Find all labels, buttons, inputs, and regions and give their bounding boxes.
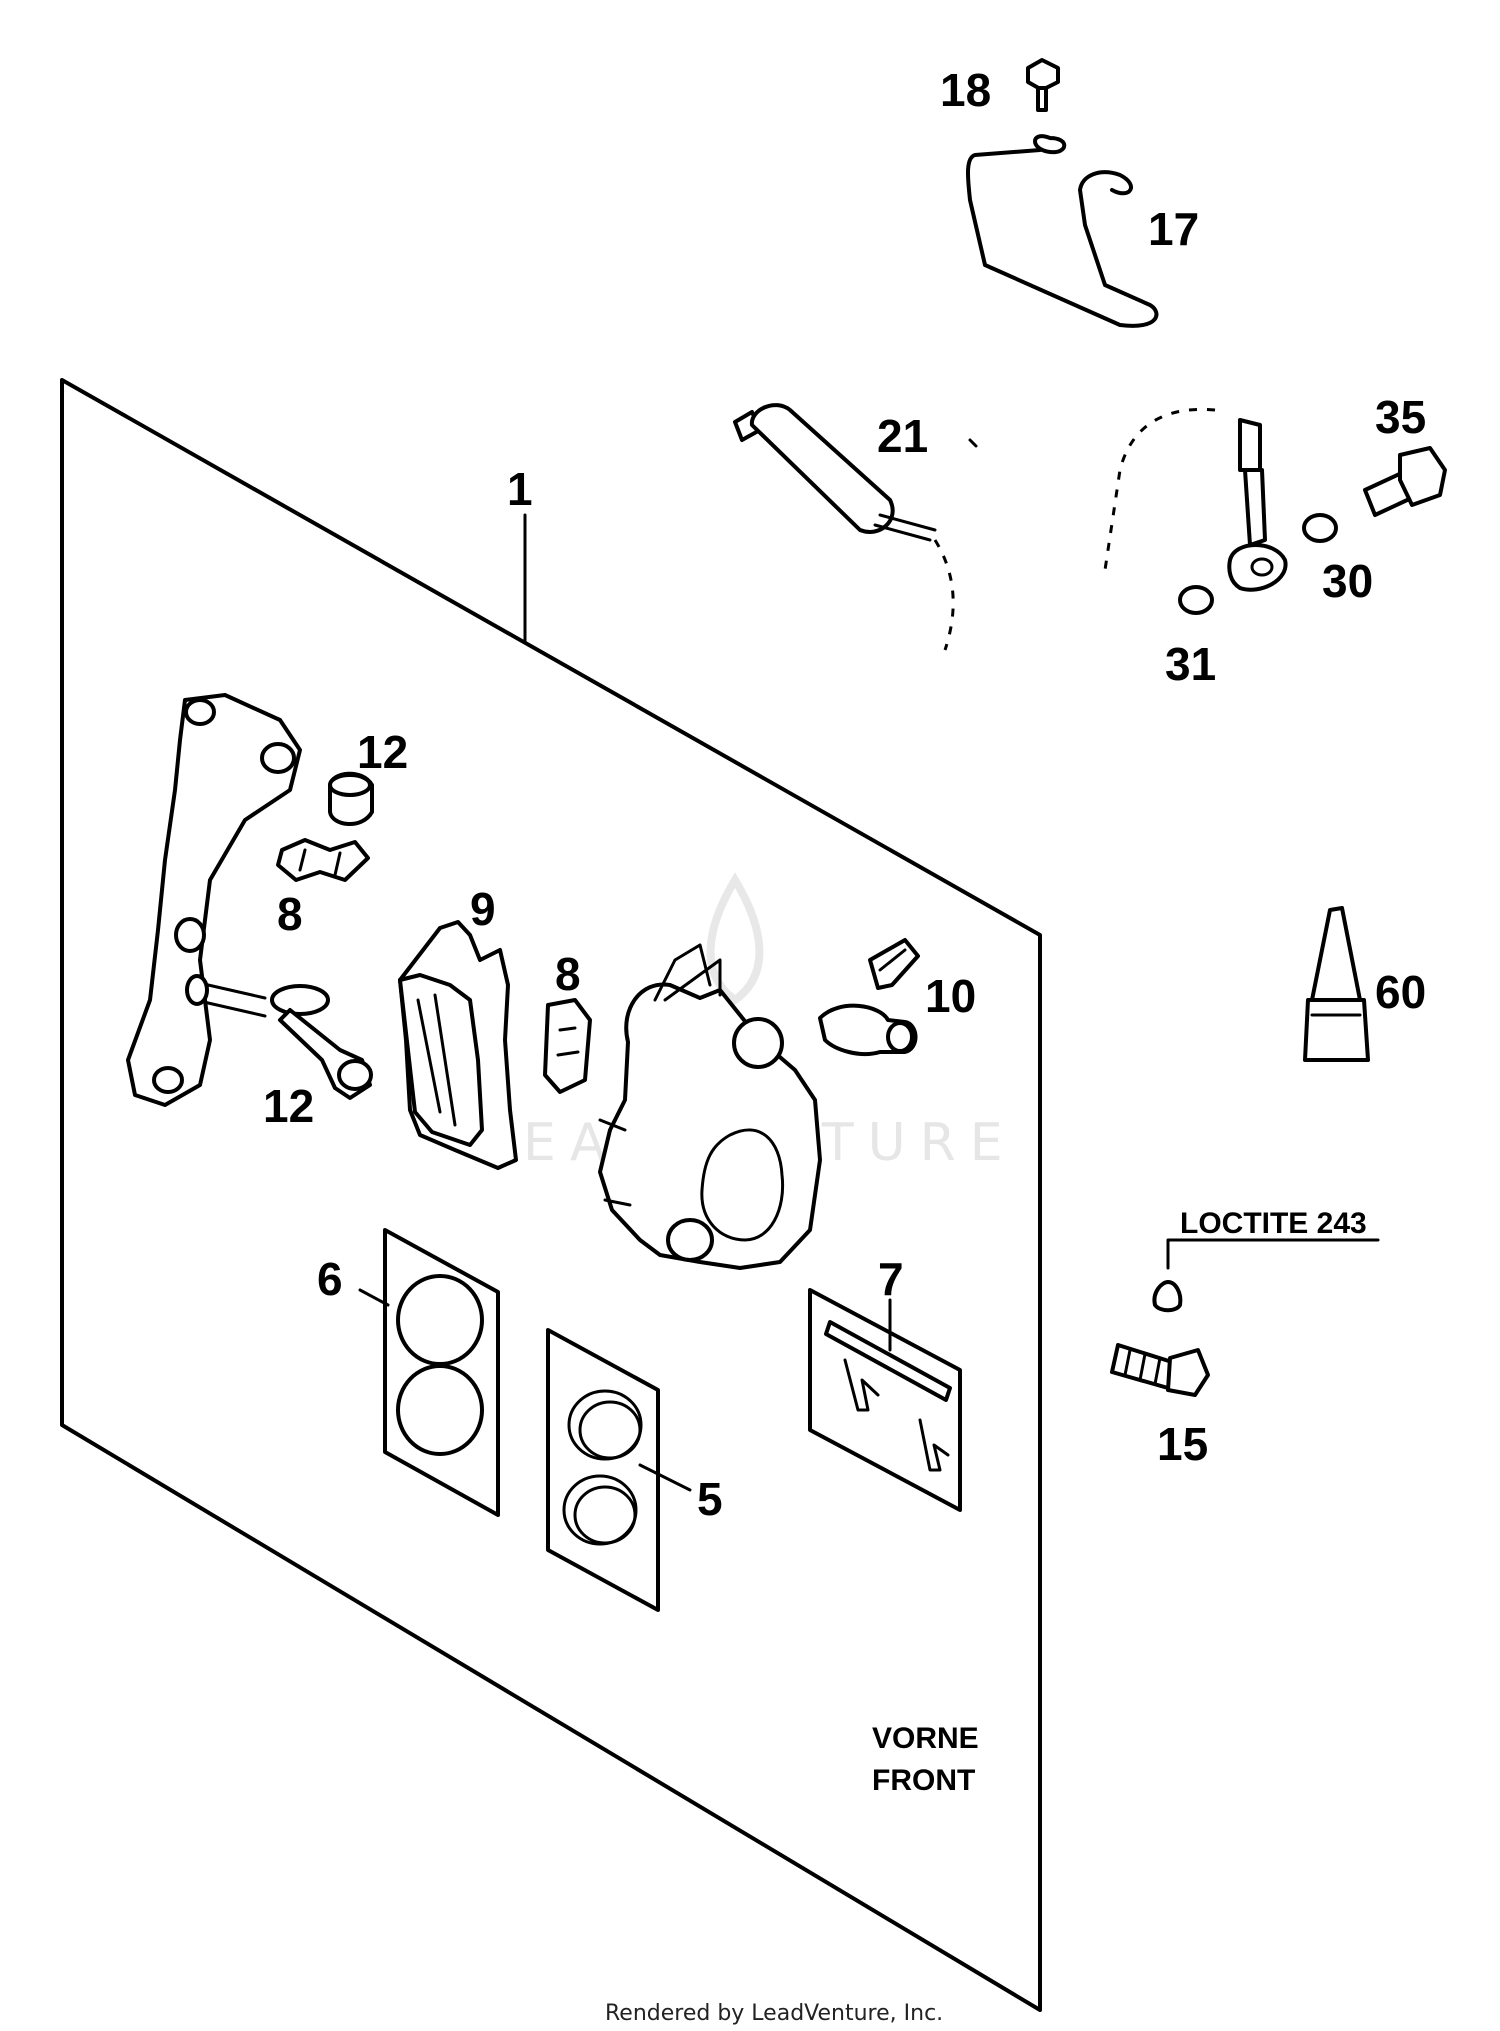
vorne-label: VORNE <box>872 1722 979 1755</box>
brake-line-21-illustration <box>733 403 978 651</box>
threadlock-bottle-illustration <box>1303 906 1370 1062</box>
callout-1: 1 <box>507 463 533 515</box>
callout-10: 10 <box>925 970 976 1022</box>
footer-credit: Rendered by LeadVenture, Inc. <box>605 2001 943 2026</box>
brake-pads-illustration <box>398 920 518 1170</box>
callout-7: 7 <box>878 1253 904 1305</box>
bolt-15-illustration <box>1110 1238 1380 1397</box>
callout-12-upper: 12 <box>357 726 408 778</box>
callout-60: 60 <box>1375 966 1426 1018</box>
bleeder-illustration <box>818 938 920 1057</box>
bush-upper-illustration <box>328 771 374 827</box>
pad-spring-lower-illustration <box>543 998 592 1094</box>
hose-banjo-illustration <box>1103 407 1447 615</box>
callout-5: 5 <box>697 1473 723 1525</box>
callout-21: 21 <box>877 410 928 462</box>
front-label: FRONT <box>872 1764 975 1797</box>
clip-17-illustration <box>966 134 1159 328</box>
pistons-illustration <box>358 1228 500 1517</box>
caliper-body-illustration <box>598 943 822 1270</box>
callout-8-lower: 8 <box>555 948 581 1000</box>
bolt-18-illustration <box>1026 58 1060 112</box>
callout-9: 9 <box>470 883 496 935</box>
callout-31: 31 <box>1165 638 1216 690</box>
callout-30: 30 <box>1322 555 1373 607</box>
callout-12-lower: 12 <box>263 1080 314 1132</box>
callout-6: 6 <box>317 1253 343 1305</box>
seal-rings-illustration <box>546 1328 692 1612</box>
kit-card <box>60 378 1042 2012</box>
callout-18: 18 <box>940 64 991 116</box>
pin-clips-illustration <box>808 1288 962 1512</box>
caliper-bracket-illustration <box>126 693 302 1107</box>
guide-pin-illustration <box>270 984 373 1100</box>
callout-35: 35 <box>1375 391 1426 443</box>
callout-17: 17 <box>1148 203 1199 255</box>
callout-15: 15 <box>1157 1418 1208 1470</box>
pad-spring-upper-illustration <box>276 838 370 882</box>
loctite-note: LOCTITE 243 <box>1180 1207 1367 1240</box>
callout-8-upper: 8 <box>277 888 303 940</box>
